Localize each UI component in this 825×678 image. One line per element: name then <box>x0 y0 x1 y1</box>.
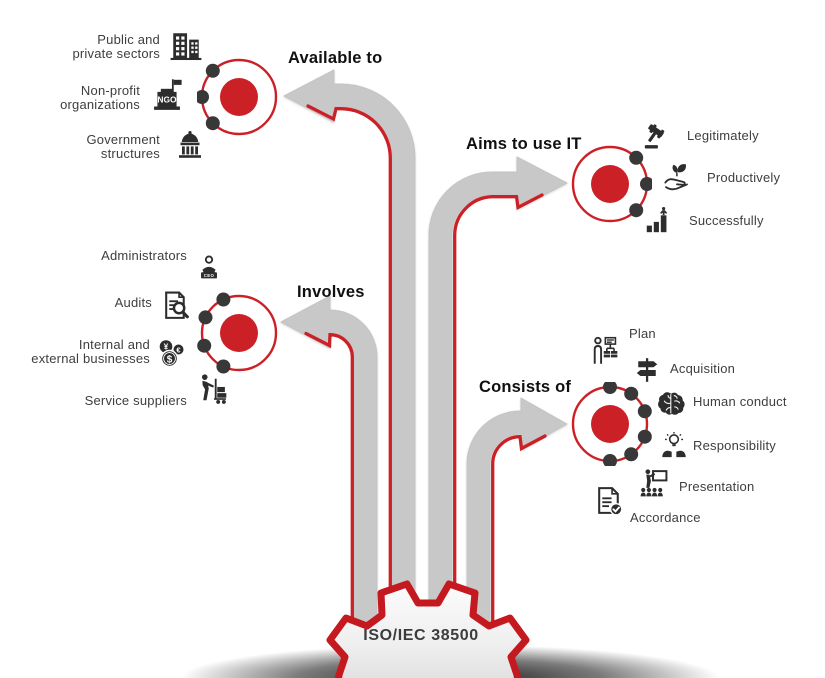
node-dots <box>197 292 231 374</box>
coins-icon: ¥ € $ <box>156 337 188 369</box>
growth-chart-icon <box>643 205 673 235</box>
svg-text:$: $ <box>167 354 173 365</box>
signpost-icon <box>633 356 661 384</box>
presentation-icon <box>636 467 669 500</box>
audit-document-icon <box>160 290 193 323</box>
hands-lightbulb-icon <box>659 431 689 461</box>
heading-available-to: Available to <box>288 49 383 67</box>
node-core <box>220 314 258 352</box>
node-ring <box>200 294 278 372</box>
item-label-accordance: Accordance <box>630 509 701 525</box>
node-core <box>591 405 629 443</box>
heading-aims: Aims to use IT <box>466 135 582 153</box>
node-core <box>220 78 258 116</box>
node-involves <box>197 291 281 375</box>
node-dots <box>629 150 652 218</box>
brain-icon <box>656 389 686 419</box>
gavel-icon <box>642 122 672 152</box>
item-label-plan: Plan <box>629 325 656 341</box>
node-aims <box>568 142 652 226</box>
org-chart-icon <box>591 334 625 368</box>
item-label-presentation: Presentation <box>679 478 755 494</box>
item-label-successfully: Successfully <box>689 212 764 228</box>
hand-plant-icon <box>662 161 694 193</box>
arrow-aims-accent <box>453 193 544 654</box>
item-label-human-conduct: Human conduct <box>693 393 787 409</box>
node-consists <box>568 382 652 466</box>
item-label-audits: Audits <box>114 294 152 310</box>
service-supplier-icon <box>196 372 229 405</box>
item-label-non-profit: Non-profit organizations <box>60 82 140 112</box>
heading-involves: Involves <box>297 283 365 301</box>
svg-text:€: € <box>176 345 181 354</box>
ceo-person-icon: CEO <box>194 254 224 284</box>
arrow-available-to-accent <box>306 104 392 654</box>
item-label-responsibility: Responsibility <box>693 437 777 453</box>
item-label-service-suppliers: Service suppliers <box>84 392 187 408</box>
document-check-icon <box>593 485 626 518</box>
arrow-consists-accent <box>491 434 547 654</box>
svg-text:CEO: CEO <box>204 273 215 278</box>
node-core <box>591 165 629 203</box>
government-building-icon <box>174 129 206 161</box>
item-label-government: Government structures <box>86 131 160 161</box>
item-label-public-private: Public and private sectors <box>72 31 160 61</box>
buildings-icon <box>169 29 203 63</box>
item-label-acquisition: Acquisition <box>670 360 736 376</box>
hub-title: ISO/IEC 38500 <box>363 627 479 644</box>
arrow-involves-accent <box>304 331 354 654</box>
ngo-building-icon: NGO <box>149 77 185 113</box>
heading-consists: Consists of <box>479 378 572 396</box>
node-dots <box>197 63 220 131</box>
svg-text:¥: ¥ <box>164 343 169 352</box>
gear-shape <box>326 580 530 678</box>
item-label-internal-external: Internal and external businesses <box>31 336 150 366</box>
item-label-legitimately: Legitimately <box>687 127 759 143</box>
item-label-administrators: Administrators <box>101 247 187 263</box>
node-dots <box>603 382 652 466</box>
svg-text:NGO: NGO <box>157 95 177 105</box>
item-label-productively: Productively <box>707 169 781 185</box>
node-available-to <box>197 55 281 139</box>
